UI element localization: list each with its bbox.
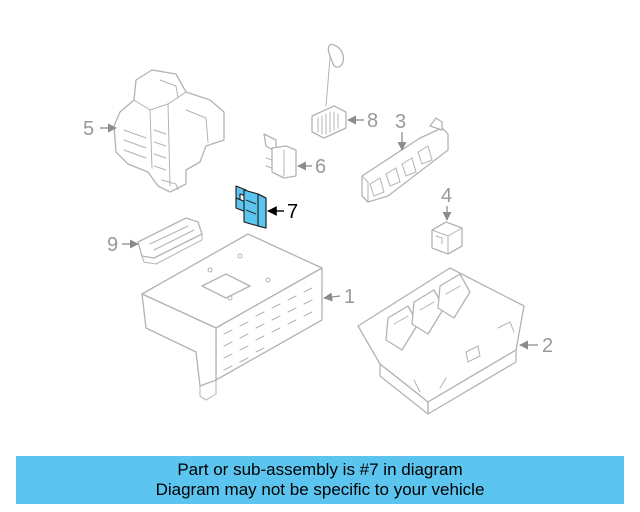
callout-1-label: 1 xyxy=(344,286,355,308)
part-5-module-housing[interactable] xyxy=(113,69,225,193)
callout-6: 6 xyxy=(297,156,326,178)
parts-diagram: 1 2 3 4 5 6 7 8 9 xyxy=(83,43,553,415)
part-1-fuse-box[interactable] xyxy=(141,233,323,401)
part-3-fuse-strip[interactable] xyxy=(361,117,449,203)
callout-8: 8 xyxy=(347,110,378,132)
callout-9-label: 9 xyxy=(107,234,118,256)
banner-line-2: Diagram may not be specific to your vehi… xyxy=(155,480,485,499)
callout-4-label: 4 xyxy=(441,185,452,207)
callout-9: 9 xyxy=(107,234,139,256)
callout-7: 7 xyxy=(267,201,298,223)
callout-4: 4 xyxy=(441,185,452,221)
callout-3: 3 xyxy=(395,111,407,151)
callout-2: 2 xyxy=(519,335,553,357)
callout-8-label: 8 xyxy=(367,110,378,132)
callout-5: 5 xyxy=(83,118,117,140)
part-4-relay[interactable] xyxy=(431,221,463,255)
banner-line-1: Part or sub-assembly is #7 in diagram xyxy=(177,460,463,479)
callout-1: 1 xyxy=(323,286,355,308)
part-7-fuse-highlighted[interactable] xyxy=(235,185,267,229)
callout-7-label: 7 xyxy=(287,201,298,223)
part-6-mini-fuse[interactable] xyxy=(263,133,297,179)
part-8-fuse-puller[interactable] xyxy=(311,43,347,139)
callout-5-label: 5 xyxy=(83,118,94,140)
callout-2-label: 2 xyxy=(542,335,553,357)
part-2-fuse-panel[interactable] xyxy=(357,267,525,415)
callout-3-label: 3 xyxy=(395,111,406,133)
info-banner: Part or sub-assembly is #7 in diagram Di… xyxy=(16,456,624,504)
callout-6-label: 6 xyxy=(315,156,326,178)
part-9-fuse-clip[interactable] xyxy=(137,217,203,265)
